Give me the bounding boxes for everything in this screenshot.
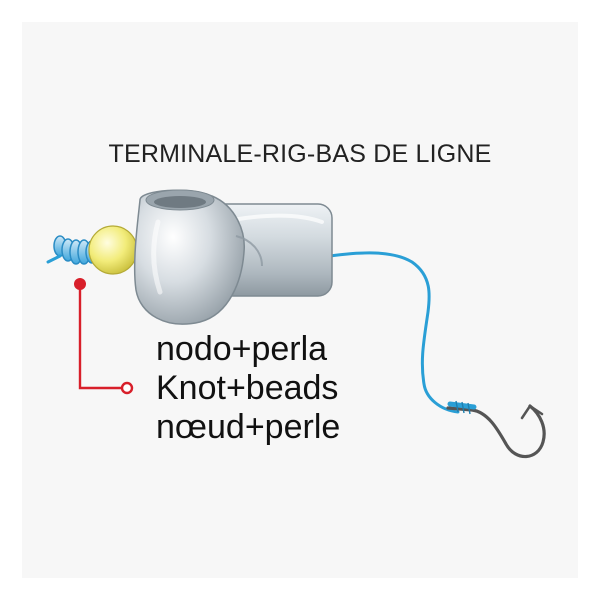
diagram-background: [22, 22, 578, 578]
pointer-callout: [74, 278, 134, 395]
label-italian: nodo+perla: [156, 330, 328, 368]
knot-coil-icon: [46, 235, 99, 265]
hook-icon: [446, 400, 546, 459]
lead-weight-icon: [133, 189, 333, 325]
fishing-line: [328, 251, 460, 414]
caption-labels: nodo+perla Knot+beads nœud+perle: [156, 330, 340, 447]
bead-icon: [88, 225, 138, 275]
label-french: nœud+perle: [156, 408, 341, 446]
diagram-title: TERMINALE-RIG-BAS DE LIGNE: [108, 140, 492, 168]
label-english: Knot+beads: [156, 369, 339, 407]
